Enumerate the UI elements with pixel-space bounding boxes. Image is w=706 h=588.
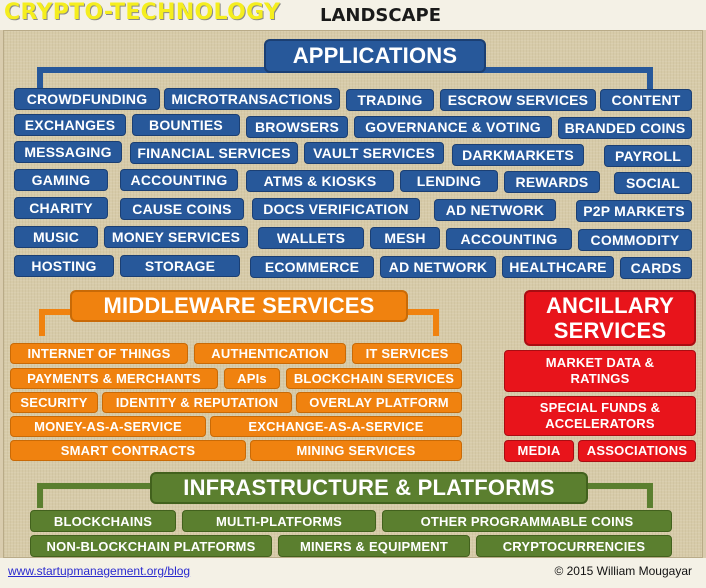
mw-item-security: SECURITY xyxy=(10,392,98,413)
app-item-commodity: COMMODITY xyxy=(578,229,692,251)
app-item-hosting: HOSTING xyxy=(14,255,114,277)
app-item-bounties: BOUNTIES xyxy=(132,114,240,136)
ancillary-header-line2: SERVICES xyxy=(553,318,667,343)
infra-item-cryptocurrencies: CRYPTOCURRENCIES xyxy=(476,535,672,557)
infra-item-blockchains: BLOCKCHAINS xyxy=(30,510,176,532)
app-item-crowdfunding: CROWDFUNDING xyxy=(14,88,160,110)
page-title: CRYPTO-TECHNOLOGY xyxy=(4,0,281,25)
mw-item-blockchain-services: BLOCKCHAIN SERVICES xyxy=(286,368,462,389)
footer-bar xyxy=(0,558,706,588)
app-item-ecommerce: ECOMMERCE xyxy=(250,256,374,278)
infra-item-non-blockchain-platforms: NON-BLOCKCHAIN PLATFORMS xyxy=(30,535,272,557)
app-item-content: CONTENT xyxy=(600,89,692,111)
infra-item-miners-equipment: MINERS & EQUIPMENT xyxy=(278,535,470,557)
app-item-trading: TRADING xyxy=(346,89,434,111)
mw-item-money-as-a-service: MONEY-AS-A-SERVICE xyxy=(10,416,206,437)
app-item-rewards: REWARDS xyxy=(504,171,600,193)
mw-item-internet-of-things: INTERNET OF THINGS xyxy=(10,343,188,364)
app-item-microtransactions: MICROTRANSACTIONS xyxy=(164,88,340,110)
app-item-music: MUSIC xyxy=(14,226,98,248)
infra-item-other-programmable-coins: OTHER PROGRAMMABLE COINS xyxy=(382,510,672,532)
mw-item-payments-merchants: PAYMENTS & MERCHANTS xyxy=(10,368,218,389)
app-item-mesh: MESH xyxy=(370,227,440,249)
app-item-cause-coins: CAUSE COINS xyxy=(120,198,244,220)
middleware-header: MIDDLEWARE SERVICES xyxy=(70,290,408,322)
ancillary-item-market-data-line2: RATINGS xyxy=(570,371,630,386)
app-item-messaging: MESSAGING xyxy=(14,141,122,163)
app-item-darkmarkets: DARKMARKETS xyxy=(452,144,584,166)
mw-item-overlay-platform: OVERLAY PLATFORM xyxy=(296,392,462,413)
ancillary-item-market-data-line1: MARKET DATA & xyxy=(545,355,655,371)
ancillary-item-special-funds: SPECIAL FUNDS & ACCELERATORS xyxy=(504,396,696,436)
app-item-vault-services: VAULT SERVICES xyxy=(304,142,444,164)
blog-link[interactable]: www.startupmanagement.org/blog xyxy=(8,564,191,578)
ancillary-header-line1: ANCILLARY xyxy=(545,292,675,318)
ancillary-item-associations: ASSOCIATIONS xyxy=(578,440,696,462)
infrastructure-header: INFRASTRUCTURE & PLATFORMS xyxy=(150,472,588,504)
app-item-cards: CARDS xyxy=(620,257,692,279)
app-item-gaming: GAMING xyxy=(14,169,108,191)
app-item-docs-verification: DOCS VERIFICATION xyxy=(252,198,420,220)
ancillary-item-special-funds-line2: ACCELERATORS xyxy=(545,416,655,431)
ancillary-item-market-data: MARKET DATA & RATINGS xyxy=(504,350,696,392)
ancillary-item-media: MEDIA xyxy=(504,440,574,462)
page-subtitle: LANDSCAPE xyxy=(320,5,441,26)
app-item-browsers: BROWSERS xyxy=(246,116,348,138)
mw-item-authentication: AUTHENTICATION xyxy=(194,343,346,364)
mw-item-it-services: IT SERVICES xyxy=(352,343,462,364)
app-item-payroll: PAYROLL xyxy=(604,145,692,167)
app-item-p2p-markets: P2P MARKETS xyxy=(576,200,692,222)
app-item-wallets: WALLETS xyxy=(258,227,364,249)
app-item-ad-network: AD NETWORK xyxy=(434,199,556,221)
app-item-governance-voting: GOVERNANCE & VOTING xyxy=(354,116,552,138)
ancillary-header: ANCILLARY SERVICES xyxy=(524,290,696,346)
applications-header: APPLICATIONS xyxy=(264,39,486,73)
app-item-accounting-2: ACCOUNTING xyxy=(446,228,572,250)
infra-item-multi-platforms: MULTI-PLATFORMS xyxy=(182,510,376,532)
app-item-storage: STORAGE xyxy=(120,255,240,277)
mw-item-mining-services: MINING SERVICES xyxy=(250,440,462,461)
ancillary-item-special-funds-line1: SPECIAL FUNDS & xyxy=(539,400,661,416)
app-item-lending: LENDING xyxy=(400,170,498,192)
mw-item-identity-reputation: IDENTITY & REPUTATION xyxy=(102,392,292,413)
app-item-atms-kiosks: ATMS & KIOSKS xyxy=(246,170,394,192)
app-item-accounting: ACCOUNTING xyxy=(120,169,238,191)
app-item-escrow-services: ESCROW SERVICES xyxy=(440,89,596,111)
app-item-ad-network-2: AD NETWORK xyxy=(380,256,496,278)
app-item-healthcare: HEALTHCARE xyxy=(502,256,614,278)
app-item-financial-services: FINANCIAL SERVICES xyxy=(130,142,298,164)
app-item-charity: CHARITY xyxy=(14,197,108,219)
app-item-money-services: MONEY SERVICES xyxy=(104,226,248,248)
mw-item-smart-contracts: SMART CONTRACTS xyxy=(10,440,246,461)
copyright-text: © 2015 William Mougayar xyxy=(554,564,692,578)
app-item-branded-coins: BRANDED COINS xyxy=(558,117,692,139)
mw-item-exchange-as-a-service: EXCHANGE-AS-A-SERVICE xyxy=(210,416,462,437)
app-item-exchanges: EXCHANGES xyxy=(14,114,126,136)
app-item-social: SOCIAL xyxy=(614,172,692,194)
mw-item-apis: APIs xyxy=(224,368,280,389)
title-bar xyxy=(0,0,706,30)
